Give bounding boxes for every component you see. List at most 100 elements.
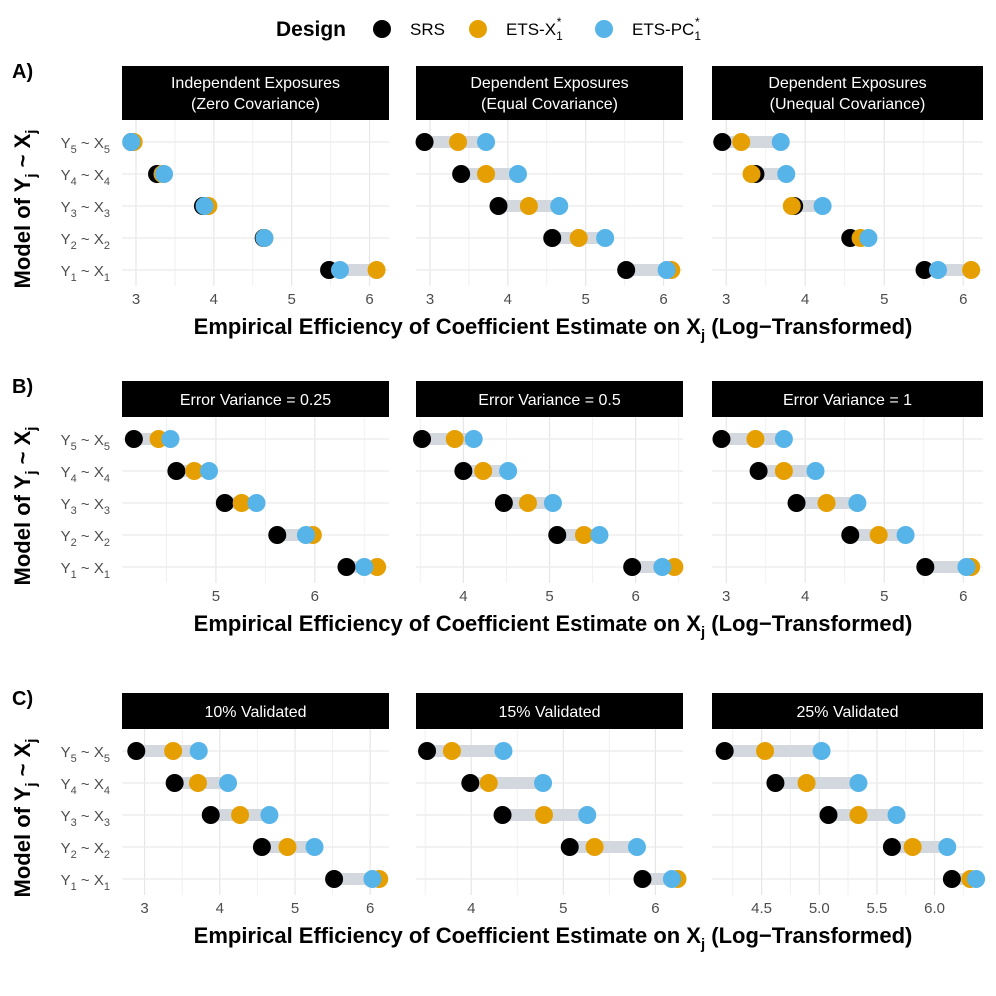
- x-tick-label: 3: [132, 291, 140, 308]
- x-tick-label: 4: [216, 900, 224, 917]
- point-ets-pc: [578, 806, 597, 824]
- point-ets-pc: [122, 133, 141, 151]
- point-ets-x: [231, 806, 250, 824]
- x-tick-label: 5.5: [866, 900, 887, 917]
- point-ets-x: [477, 165, 496, 183]
- point-srs: [215, 494, 234, 512]
- point-srs: [623, 558, 642, 576]
- x-tick-label: 3: [426, 291, 434, 308]
- x-tick-label: 3: [722, 291, 730, 308]
- strip: [712, 66, 983, 120]
- point-srs: [560, 838, 579, 856]
- y-tick-label: Y4 ~ X4: [61, 464, 110, 485]
- point-srs: [766, 774, 785, 792]
- point-srs: [882, 838, 901, 856]
- strip-title: Error Variance = 0.25: [180, 392, 331, 409]
- point-srs: [201, 806, 220, 824]
- point-ets-x: [782, 197, 801, 215]
- point-srs: [749, 462, 768, 480]
- point-ets-x: [534, 806, 553, 824]
- strip-title: Independent Exposures: [171, 75, 340, 92]
- point-ets-pc: [777, 165, 796, 183]
- point-ets-pc: [355, 558, 374, 576]
- y-tick-label: Y2 ~ X2: [61, 840, 110, 861]
- x-tick-label: 6: [631, 588, 639, 605]
- point-ets-pc: [859, 229, 878, 247]
- point-ets-pc: [590, 526, 609, 544]
- point-ets-pc: [627, 838, 646, 856]
- legend-item-ets-x: ETS-X1*: [469, 15, 563, 43]
- x-tick-label: 5: [291, 900, 299, 917]
- x-tick-label: 3: [722, 588, 730, 605]
- point-ets-x: [869, 526, 888, 544]
- point-srs: [452, 165, 471, 183]
- point-srs: [325, 870, 344, 888]
- point-ets-x: [756, 742, 775, 760]
- strip: [122, 693, 389, 729]
- point-ets-x: [442, 742, 461, 760]
- point-ets-pc: [543, 494, 562, 512]
- x-tick-label: 4.5: [751, 900, 772, 917]
- x-tick-label: 4: [801, 588, 809, 605]
- row-tag: B): [12, 376, 33, 398]
- point-ets-x: [232, 494, 251, 512]
- point-srs: [494, 494, 513, 512]
- strip: [416, 381, 683, 417]
- point-ets-pc: [195, 197, 214, 215]
- legend-label-ets-pc: ETS-PC1*: [632, 15, 701, 43]
- point-ets-x: [962, 261, 981, 279]
- x-tick-label: 5: [880, 588, 888, 605]
- x-tick-label: 6: [659, 291, 667, 308]
- point-ets-pc: [938, 838, 957, 856]
- y-tick-label: Y5 ~ X5: [61, 744, 110, 765]
- y-tick-label: Y3 ~ X3: [61, 496, 110, 517]
- x-tick-label: 4: [210, 291, 218, 308]
- y-tick-label: Y2 ~ X2: [61, 528, 110, 549]
- point-ets-x: [368, 558, 387, 576]
- point-ets-pc: [189, 742, 208, 760]
- strip: [712, 693, 983, 729]
- point-srs: [461, 774, 480, 792]
- strip-title: (Unequal Covariance): [770, 96, 926, 113]
- legend-key-ets-pc: [595, 20, 613, 38]
- point-ets-x: [185, 462, 204, 480]
- point-srs: [413, 430, 432, 448]
- point-ets-x: [742, 165, 761, 183]
- point-ets-x: [569, 229, 588, 247]
- x-tick-label: 5: [288, 291, 296, 308]
- point-srs: [787, 494, 806, 512]
- point-ets-pc: [464, 430, 483, 448]
- strip: [122, 381, 389, 417]
- point-srs: [916, 558, 935, 576]
- point-ets-pc: [534, 774, 553, 792]
- x-tick-label: 6: [959, 588, 967, 605]
- point-ets-x: [518, 494, 537, 512]
- point-srs: [268, 526, 287, 544]
- strip: [122, 66, 389, 120]
- point-ets-pc: [806, 462, 825, 480]
- x-tick-label: 6.0: [924, 900, 945, 917]
- panel: Dependent Exposures(Unequal Covariance)3…: [712, 66, 983, 308]
- x-tick-label: 6: [311, 588, 319, 605]
- x-tick-label: 5: [582, 291, 590, 308]
- point-srs: [712, 430, 731, 448]
- point-ets-pc: [499, 462, 518, 480]
- x-tick-label: 4: [801, 291, 809, 308]
- point-ets-pc: [813, 197, 832, 215]
- x-tick-label: 5: [545, 588, 553, 605]
- point-ets-pc: [330, 261, 349, 279]
- x-tick-label: 5: [880, 291, 888, 308]
- point-ets-pc: [219, 774, 238, 792]
- point-ets-pc: [161, 430, 180, 448]
- y-tick-label: Y1 ~ X1: [61, 263, 110, 284]
- point-srs: [418, 742, 437, 760]
- strip-title: (Equal Covariance): [481, 96, 618, 113]
- point-srs: [454, 462, 473, 480]
- y-axis-title: Model of Yj ~ Xj: [10, 427, 40, 586]
- point-ets-pc: [260, 806, 279, 824]
- x-tick-label: 4: [504, 291, 512, 308]
